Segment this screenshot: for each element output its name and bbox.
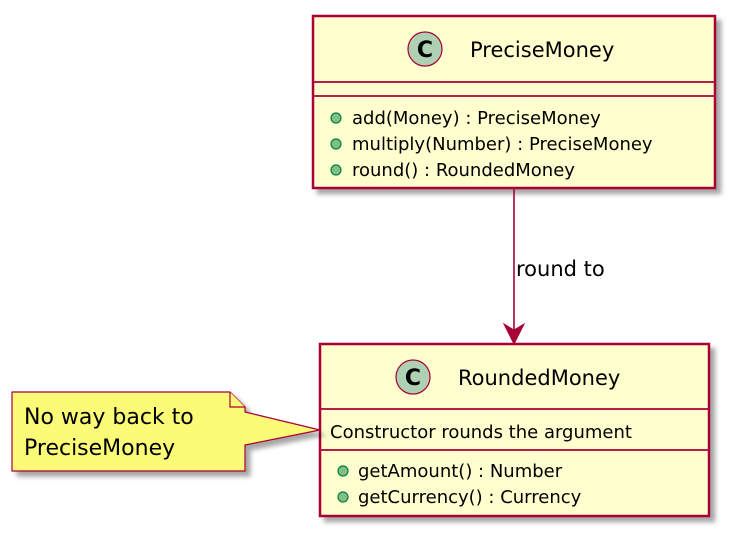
public-method-icon [337, 491, 349, 503]
class-icon: C [407, 31, 443, 67]
method-item: add(Money) : PreciseMoney [352, 108, 601, 129]
class-title: PreciseMoney [470, 38, 614, 62]
class-title: RoundedMoney [458, 366, 620, 390]
public-method-icon [330, 138, 342, 150]
public-method-icon [330, 112, 342, 124]
note-line: No way back to [24, 405, 194, 430]
public-method-icon [330, 164, 342, 176]
class-icon: C [395, 359, 431, 395]
note[interactable]: No way back to PreciseMoney [11, 391, 321, 472]
method-item: multiply(Number) : PreciseMoney [352, 134, 653, 155]
class-rounded-money[interactable]: C RoundedMoney Constructor rounds the ar… [318, 342, 711, 518]
class-circle-icon [407, 31, 443, 67]
note-fold-icon [229, 392, 245, 408]
relation-round-to[interactable]: round to [502, 188, 605, 346]
class-box [311, 14, 717, 190]
relation-label: round to [516, 257, 605, 281]
method-item: getCurrency() : Currency [358, 487, 582, 508]
class-box [318, 342, 711, 518]
public-method-icon [337, 465, 349, 477]
arrowhead-icon [502, 322, 526, 346]
class-circle-icon [395, 359, 431, 395]
class-letter: C [405, 366, 421, 391]
method-item: getAmount() : Number [358, 461, 563, 482]
class-precise-money[interactable]: C PreciseMoney add(Money) : PreciseMoney… [311, 14, 717, 190]
note-line: PreciseMoney [24, 436, 175, 461]
method-item: round() : RoundedMoney [352, 160, 575, 181]
field-item: Constructor rounds the argument [330, 422, 632, 443]
class-letter: C [417, 38, 433, 63]
